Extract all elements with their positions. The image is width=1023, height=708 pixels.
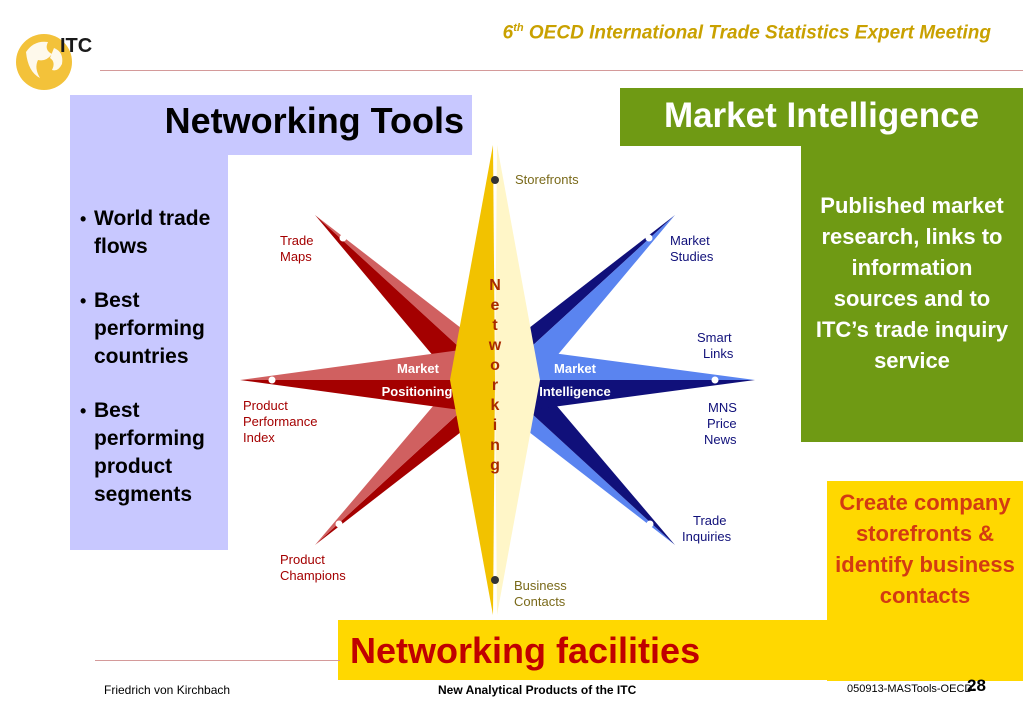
dot-trade-inquiries [646, 520, 654, 528]
networking-compass-diagram: Market Positioning Market Intelligence N… [240, 145, 755, 615]
ray-product-champions-light [315, 380, 495, 545]
label-ppi-3: Index [243, 430, 275, 445]
label-ppi-2: Performance [243, 414, 317, 429]
label-ppi-1: Product [243, 398, 288, 413]
letter: r [492, 377, 498, 394]
ray-right-top [495, 348, 755, 380]
storefronts-body: Create company storefronts & identify bu… [835, 490, 1015, 608]
dot-storefronts [491, 176, 499, 184]
page-header-title: 6th OECD International Trade Statistics … [502, 22, 991, 44]
header-divider [100, 70, 1023, 71]
label-trade-inquiries-2: Inquiries [682, 529, 732, 544]
label-market-studies-1: Market [670, 233, 710, 248]
letter: g [490, 457, 500, 474]
label-product-champions-1: Product [280, 552, 325, 567]
center-left-label-2: Positioning [382, 384, 453, 399]
letter: n [490, 437, 500, 454]
center-right-label-1: Market [554, 361, 597, 376]
ray-trade-maps-dark [315, 215, 495, 380]
itc-logo: ITC [16, 34, 92, 90]
footer-reference: 050913-MASTools-OECD- [847, 683, 976, 695]
market-intelligence-title: Market Intelligence [663, 96, 980, 135]
letter: i [493, 417, 497, 434]
dot-ppi [268, 376, 276, 384]
footer-divider [95, 660, 340, 661]
networking-facilities-panel [338, 620, 828, 680]
dot-trade-maps [339, 234, 347, 242]
dot-market-studies [645, 234, 653, 242]
networking-tools-panel [70, 95, 472, 155]
dot-product-champions [335, 520, 343, 528]
label-smart-links-1: Smart [697, 330, 732, 345]
footer-title: New Analytical Products of the ITC [438, 683, 637, 697]
footer-author: Friedrich von Kirchbach [104, 683, 231, 697]
label-mns-1: MNS [708, 400, 737, 415]
page-number: 28 [967, 676, 986, 695]
list-item: World trade flows [78, 205, 228, 261]
networking-tools-title: Networking Tools [164, 100, 464, 141]
center-left-label-1: Market [397, 361, 440, 376]
market-intelligence-panel-column [801, 146, 1023, 442]
ray-bottom-right [495, 380, 540, 615]
label-mns-2: Price [707, 416, 737, 431]
storefronts-panel [827, 481, 1023, 681]
label-trade-maps-2: Maps [280, 249, 312, 264]
label-trade-maps-1: Trade [280, 233, 313, 248]
ray-trade-inquiries-dark [495, 380, 675, 545]
label-business-contacts-2: Contacts [514, 594, 566, 609]
letter: t [492, 317, 498, 334]
letter: N [489, 277, 501, 294]
dot-business-contacts [491, 576, 499, 584]
ray-top-right [495, 145, 540, 380]
networking-tools-list: World trade flows Best performing countr… [78, 205, 228, 535]
letter: o [490, 357, 500, 374]
center-right-label-2: Intelligence [539, 384, 611, 399]
label-business-contacts-1: Business [514, 578, 567, 593]
ray-left-bottom [240, 380, 495, 412]
label-mns-3: News [704, 432, 737, 447]
label-storefronts: Storefronts [515, 172, 579, 187]
label-trade-inquiries-1: Trade [693, 513, 726, 528]
ray-left-top [240, 348, 495, 380]
letter: e [491, 297, 500, 314]
logo-text: ITC [60, 35, 92, 57]
networking-vertical-word: N e t w o r k i n g [488, 277, 502, 474]
ray-right-bottom [495, 380, 755, 412]
ray-bottom-left [450, 380, 495, 615]
ray-market-studies-light [495, 215, 675, 380]
list-item: Best performing product segments [78, 397, 228, 509]
list-item: Best performing countries [78, 287, 228, 371]
networking-facilities-title: Networking facilities [350, 630, 701, 671]
market-intelligence-panel [620, 88, 1023, 146]
dot-smart-links [711, 376, 719, 384]
ray-top-left [450, 145, 495, 380]
letter: w [488, 337, 502, 354]
label-product-champions-2: Champions [280, 568, 346, 583]
market-intelligence-body: Published market research, links to info… [815, 193, 1009, 373]
label-smart-links-2: Links [703, 346, 734, 361]
label-market-studies-2: Studies [670, 249, 714, 264]
letter: k [491, 397, 500, 414]
